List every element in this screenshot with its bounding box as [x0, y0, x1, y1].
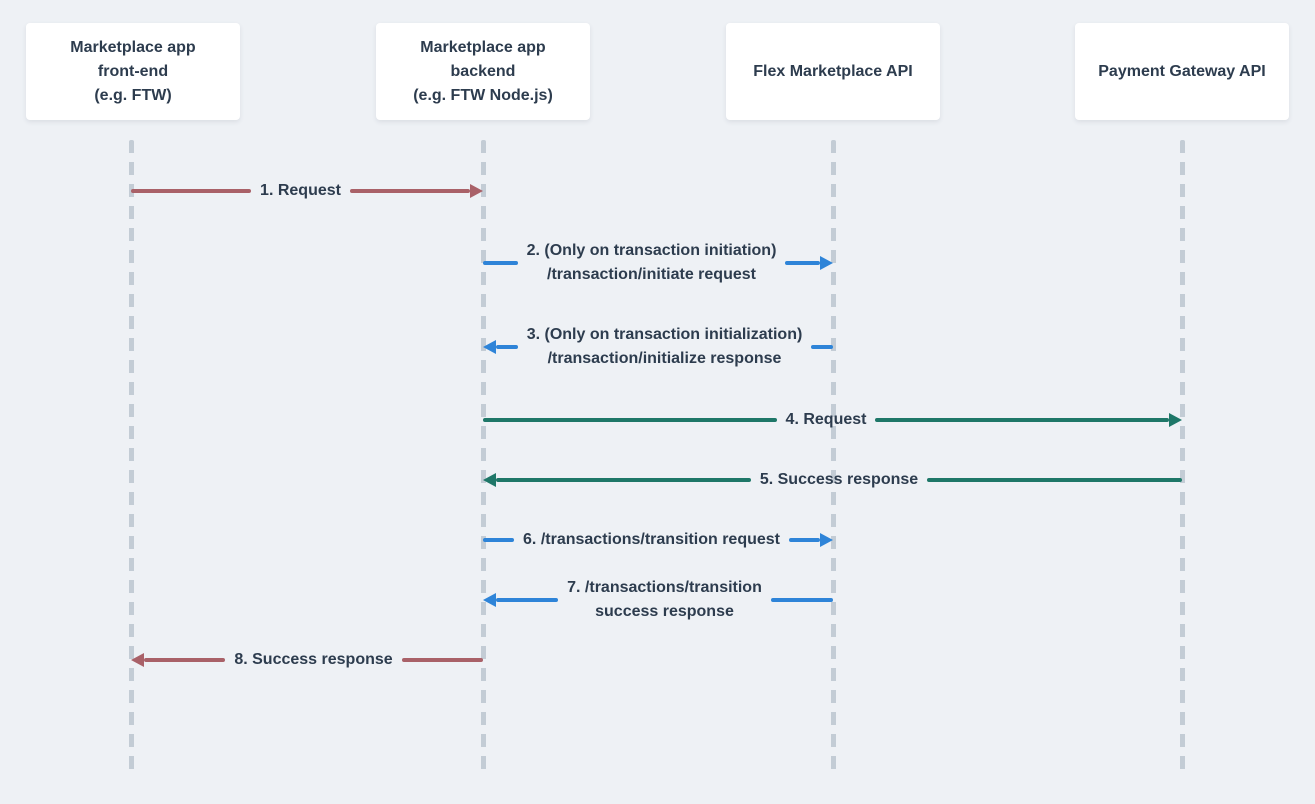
arrowhead-left-icon — [483, 340, 496, 354]
lifeline-backend — [481, 140, 486, 774]
message-arrow-1: 1. Request — [131, 167, 484, 215]
message-arrow-8: 8. Success response — [131, 636, 483, 684]
message-label: 4. Request — [785, 411, 867, 428]
arrow-line — [496, 345, 518, 349]
arrow-line — [483, 418, 777, 422]
lifeline-payment-api — [1180, 140, 1185, 774]
arrow-line — [496, 598, 559, 602]
actor-label: (e.g. FTW Node.js) — [413, 86, 553, 104]
actor-label: Payment Gateway API — [1098, 62, 1266, 80]
actor-backend: Marketplace app backend (e.g. FTW Node.j… — [376, 23, 590, 120]
actor-payment-api: Payment Gateway API — [1075, 23, 1289, 120]
arrow-line — [483, 538, 515, 542]
actor-label: backend — [450, 62, 516, 80]
message-arrow-5: 5. Success response — [483, 456, 1182, 504]
actor-frontend: Marketplace app front-end (e.g. FTW) — [26, 23, 240, 120]
arrow-line — [785, 261, 821, 265]
actor-label: (e.g. FTW) — [94, 86, 172, 104]
actor-label: Marketplace app — [70, 38, 196, 56]
arrow-line — [496, 478, 751, 482]
message-label: 6. /transactions/transition request — [523, 531, 780, 548]
arrow-line — [811, 345, 834, 349]
arrowhead-right-icon — [470, 184, 484, 198]
arrowhead-left-icon — [483, 473, 496, 487]
actor-label: front-end — [97, 62, 169, 80]
message-label: 5. Success response — [759, 471, 919, 488]
arrowhead-left-icon — [131, 653, 144, 667]
arrow-line — [788, 538, 821, 542]
lifeline-frontend — [129, 140, 134, 774]
arrow-line — [770, 598, 833, 602]
message-label: 1. Request — [260, 182, 341, 199]
arrow-line — [349, 189, 471, 193]
message-arrow-4: 4. Request — [483, 396, 1183, 444]
message-arrow-6: 6. /transactions/transition request — [483, 516, 834, 564]
arrow-line — [401, 658, 483, 662]
actor-flex-api: Flex Marketplace API — [726, 23, 940, 120]
arrow-line — [875, 418, 1170, 422]
message-label: 2. (Only on transaction initiation) /tra… — [526, 242, 777, 283]
arrow-line — [131, 189, 252, 193]
message-arrow-2: 2. (Only on transaction initiation) /tra… — [483, 239, 834, 287]
message-label: 3. (Only on transaction initialization) … — [526, 326, 803, 367]
message-label: 7. /transactions/transition success resp… — [567, 579, 762, 620]
message-arrow-7: 7. /transactions/transition success resp… — [483, 576, 833, 624]
arrowhead-left-icon — [483, 593, 496, 607]
message-label: 8. Success response — [234, 651, 393, 668]
arrowhead-right-icon — [820, 256, 834, 270]
lifeline-flex-api — [831, 140, 836, 774]
message-arrow-3: 3. (Only on transaction initialization) … — [483, 323, 834, 371]
arrow-line — [927, 478, 1182, 482]
arrow-line — [483, 261, 518, 265]
actor-label: Marketplace app — [420, 38, 546, 56]
actor-label: Flex Marketplace API — [753, 62, 913, 80]
arrowhead-right-icon — [1169, 413, 1183, 427]
arrowhead-right-icon — [820, 533, 834, 547]
arrow-line — [144, 658, 226, 662]
